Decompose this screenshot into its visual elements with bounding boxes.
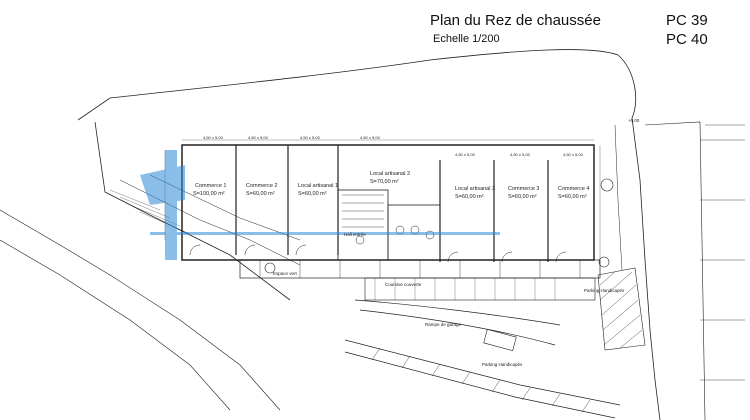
road-edge-left-2 — [0, 239, 231, 411]
unit-dimension: 4,50 x 5,00 — [455, 152, 476, 157]
parking-label: Parking Handicapés — [482, 362, 523, 367]
site-boundary-right — [631, 117, 661, 420]
unit-dimension: 4,50 x 5,00 — [300, 135, 321, 140]
site-boundary-right-2 — [614, 124, 623, 271]
unit-dimension: 4,50 x 5,00 — [203, 135, 224, 140]
plan-scale: Echelle 1/200 — [433, 33, 500, 45]
unit-name: Local artisanal 3 — [455, 186, 495, 192]
unit-dimension: 4,50 x 5,00 — [563, 152, 584, 157]
unit-area: S=100,00 m² — [193, 191, 225, 197]
tree — [598, 256, 610, 268]
misc-labels: Hall entrée Espace vert Coursive couvert… — [273, 118, 640, 367]
unit-name: Commerce 3 — [508, 186, 539, 192]
stair-core — [337, 189, 389, 261]
unit-area: S=60,00 m² — [508, 194, 537, 200]
parking-handicapes-hatch — [597, 267, 646, 351]
unit-area: S=60,00 m² — [246, 191, 275, 197]
site-boundary-top — [77, 49, 637, 121]
unit-dimension: 4,50 x 5,00 — [510, 152, 531, 157]
unit-name: Commerce 4 — [558, 186, 589, 192]
garage-ramp — [354, 299, 561, 326]
unit-dimension: 4,50 x 5,00 — [360, 135, 381, 140]
tree — [264, 262, 276, 274]
level-label: +0,00 — [628, 118, 640, 123]
unit-name: Local artisanal 2 — [370, 171, 410, 177]
parking-row-lower — [344, 339, 621, 406]
site-boundary-left — [94, 121, 291, 301]
permit-number: PC 40 — [666, 31, 708, 48]
highlight-marker — [140, 150, 500, 260]
road-edge-left — [0, 209, 281, 411]
espace-vert-label: Espace vert — [273, 271, 298, 276]
dimension-labels: 4,50 x 5,00 4,50 x 5,00 4,50 x 5,00 4,50… — [203, 135, 584, 157]
unit-labels: Commerce 1 S=100,00 m² Commerce 2 S=60,0… — [193, 171, 589, 200]
unit-area: S=70,00 m² — [370, 179, 399, 185]
parking-label: Parking Handicapés — [584, 288, 625, 293]
unit-area: S=60,00 m² — [298, 191, 327, 197]
plan-title: Plan du Rez de chaussée — [430, 12, 601, 29]
unit-name: Local artisanal 1 — [298, 183, 338, 189]
unit-area: S=60,00 m² — [558, 194, 587, 200]
hall-label: Hall entrée — [344, 232, 366, 237]
unit-area: S=60,00 m² — [455, 194, 484, 200]
ramp-label: Rampe de garage — [425, 322, 462, 327]
coursive-label: Coursive couverte — [385, 282, 422, 287]
unit-name: Commerce 2 — [246, 183, 277, 189]
unit-dimension: 4,50 x 5,00 — [248, 135, 269, 140]
tree — [600, 178, 614, 192]
unit-name: Commerce 1 — [195, 183, 226, 189]
permit-number: PC 39 — [666, 12, 708, 29]
